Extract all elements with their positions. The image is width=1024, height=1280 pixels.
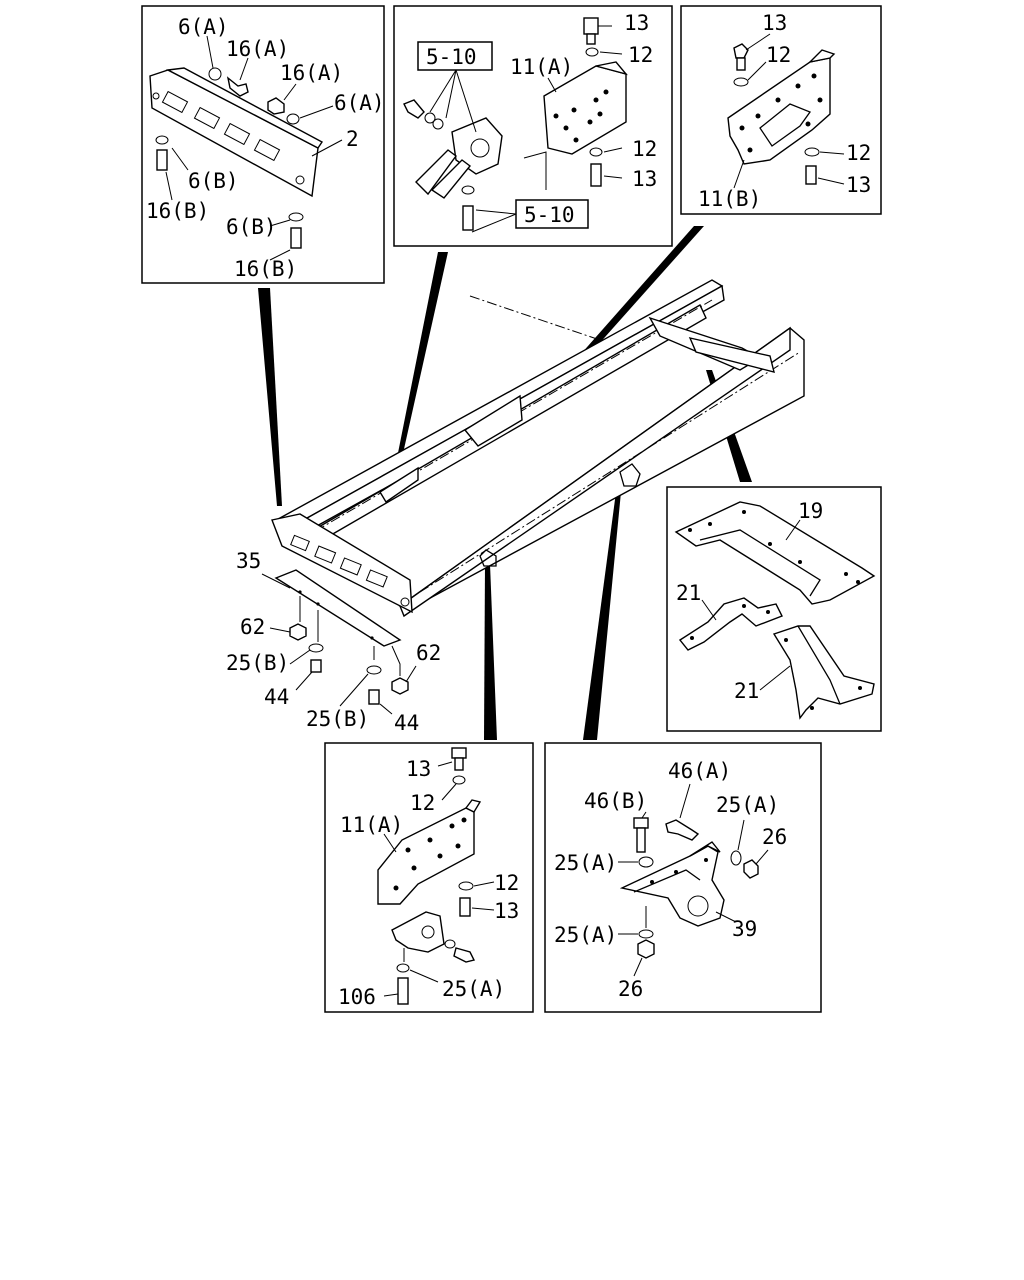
main-frame-assembly: [271, 279, 805, 705]
label-12-bottom: 12: [632, 137, 657, 161]
label-44-left: 44: [264, 685, 289, 709]
label-6a-mid: 6(A): [334, 91, 385, 115]
label-12-top: 12: [628, 43, 653, 67]
label-19: 19: [798, 499, 823, 523]
label-26-bottom: 26: [618, 977, 643, 1001]
label-46b: 46(B): [584, 789, 647, 813]
ref-5-10-bottom: 5-10: [524, 203, 575, 227]
label-13-lower-right: 13: [494, 899, 519, 923]
panel-bracket-b: [680, 5, 882, 215]
label-25a-left: 25(A): [554, 851, 617, 875]
panel-hanger-bracket: [393, 5, 673, 247]
panel-bracket-a-lower: [324, 742, 534, 1013]
label-13-bottom: 13: [632, 167, 657, 191]
label-46a: 46(A): [668, 759, 731, 783]
label-12-lower-right: 12: [494, 871, 519, 895]
label-13-top: 13: [624, 11, 649, 35]
label-2: 2: [346, 127, 359, 151]
label-25b-bottom: 25(B): [306, 707, 369, 731]
label-6a-top: 6(A): [178, 15, 229, 39]
panel-front-crossmember: [141, 5, 385, 284]
label-106: 106: [338, 985, 376, 1009]
label-13-b-right: 13: [846, 173, 871, 197]
ref-5-10-top: 5-10: [426, 45, 477, 69]
label-44-right: 44: [394, 711, 419, 735]
panel-cross-member-rear: [666, 486, 882, 732]
label-25a-bottom: 25(A): [554, 923, 617, 947]
label-21-upper: 21: [676, 581, 701, 605]
label-13-lower: 13: [406, 757, 431, 781]
main-frame-leaders: [261, 573, 417, 715]
label-6b-left: 6(B): [188, 169, 239, 193]
label-21-lower: 21: [734, 679, 759, 703]
label-6b-bottom: 6(B): [226, 215, 277, 239]
label-62-right: 62: [416, 641, 441, 665]
label-35: 35: [236, 549, 261, 573]
label-11a: 11(A): [510, 55, 573, 79]
label-16b-bottom: 16(B): [234, 257, 297, 281]
label-25a-lower: 25(A): [442, 977, 505, 1001]
label-16a-mid: 16(A): [280, 61, 343, 85]
panel-spring-hanger: [544, 742, 822, 1013]
label-26-right: 26: [762, 825, 787, 849]
label-62-left: 62: [240, 615, 265, 639]
label-25b-left: 25(B): [226, 651, 289, 675]
label-11b: 11(B): [698, 187, 761, 211]
label-16b-left: 16(B): [146, 199, 209, 223]
label-11a-lower: 11(A): [340, 813, 403, 837]
label-12-lower: 12: [410, 791, 435, 815]
label-25a-top-right: 25(A): [716, 793, 779, 817]
label-16a-top: 16(A): [226, 37, 289, 61]
label-12-b-right: 12: [846, 141, 871, 165]
label-13-b-top: 13: [762, 11, 787, 35]
label-39: 39: [732, 917, 757, 941]
label-12-b-top: 12: [766, 43, 791, 67]
